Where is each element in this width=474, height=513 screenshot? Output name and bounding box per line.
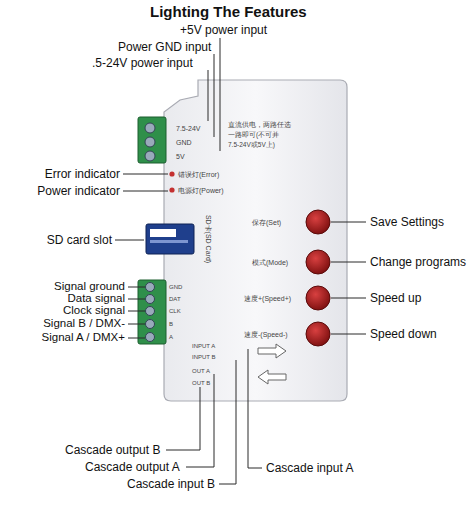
callout-label: Power indicator	[37, 185, 120, 197]
leader-line	[331, 222, 366, 223]
device-marking: A	[169, 334, 173, 340]
device-marking: INPUT B	[192, 354, 216, 360]
error-led	[169, 171, 174, 176]
device-marking: GND	[176, 139, 192, 146]
leader-line	[128, 287, 145, 288]
callout-label: Power GND input	[118, 41, 211, 53]
device-marking: 一路即可(不可并	[228, 132, 279, 139]
device-marking: GND	[169, 284, 182, 290]
leader-line	[220, 38, 221, 151]
callout-label: Error indicator	[45, 168, 120, 180]
device-marking: CLK	[169, 308, 181, 314]
callout-label: Speed up	[370, 292, 421, 304]
callout-label: Change programs	[370, 256, 466, 268]
output-arrow	[258, 370, 286, 384]
leader-line	[128, 299, 145, 300]
leader-line	[248, 349, 262, 468]
device-marking: OUT A	[192, 368, 210, 374]
leader-line	[331, 262, 366, 263]
device-marking: 7.5-24V或5V上)	[228, 142, 275, 149]
signal-terminal	[138, 280, 166, 344]
device-marking: 错误灯(Error)	[178, 171, 219, 178]
sd-card	[146, 224, 194, 254]
input-arrow	[258, 344, 286, 358]
callout-label: Cascade output A	[85, 461, 180, 473]
leader-line	[208, 70, 209, 121]
leader-line	[214, 54, 215, 137]
device-marking: 5V	[176, 153, 185, 160]
power-led	[169, 187, 174, 192]
device-marking: 模式(Mode)	[252, 259, 288, 266]
leader-line	[128, 311, 145, 312]
device-marking: 保存(Set)	[252, 219, 281, 226]
device-marking: SD卡(SD Card)	[205, 215, 212, 263]
leader-line	[331, 298, 366, 299]
callout-label: Data signal	[67, 293, 125, 305]
leader-line	[128, 338, 145, 339]
callout-label: Cascade input B	[127, 478, 215, 490]
callout-label: Cascade output B	[65, 444, 160, 456]
device-marking: 速度-(Speed-)	[244, 331, 288, 338]
push-buttons	[306, 210, 330, 346]
device-marking: INPUT A	[192, 343, 215, 349]
device-marking: DAT	[169, 296, 181, 302]
leader-line	[166, 387, 200, 450]
callout-label: +5V power input	[180, 24, 267, 36]
callout-label: Speed down	[370, 328, 437, 340]
leader-line	[123, 191, 168, 192]
title: Lighting The Features	[150, 4, 307, 19]
leader-line	[123, 174, 168, 175]
power-terminal	[138, 117, 166, 163]
device-marking: 7.5-24V	[176, 125, 201, 132]
callout-label: Clock signal	[63, 305, 125, 317]
device-marking: 速度+(Speed+)	[244, 295, 291, 302]
callout-label: Signal B / DMX-	[43, 318, 125, 330]
callout-label: Signal A / DMX+	[42, 332, 125, 344]
callout-label: .5-24V power input	[92, 57, 193, 69]
leader-line	[331, 334, 366, 335]
device-marking: B	[169, 321, 173, 327]
leader-line	[128, 324, 145, 325]
leader-line	[115, 240, 144, 241]
callout-label: SD card slot	[47, 234, 112, 246]
leader-line	[219, 360, 236, 484]
callout-label: Signal ground	[54, 281, 125, 293]
device-marking: 电源灯(Power)	[178, 187, 224, 194]
callout-label: Cascade input A	[266, 462, 353, 474]
device-marking: OUT B	[192, 380, 210, 386]
device-marking: 直流供电，两路任选	[228, 122, 291, 129]
callout-label: Save Settings	[370, 216, 444, 228]
leader-line	[186, 374, 214, 467]
